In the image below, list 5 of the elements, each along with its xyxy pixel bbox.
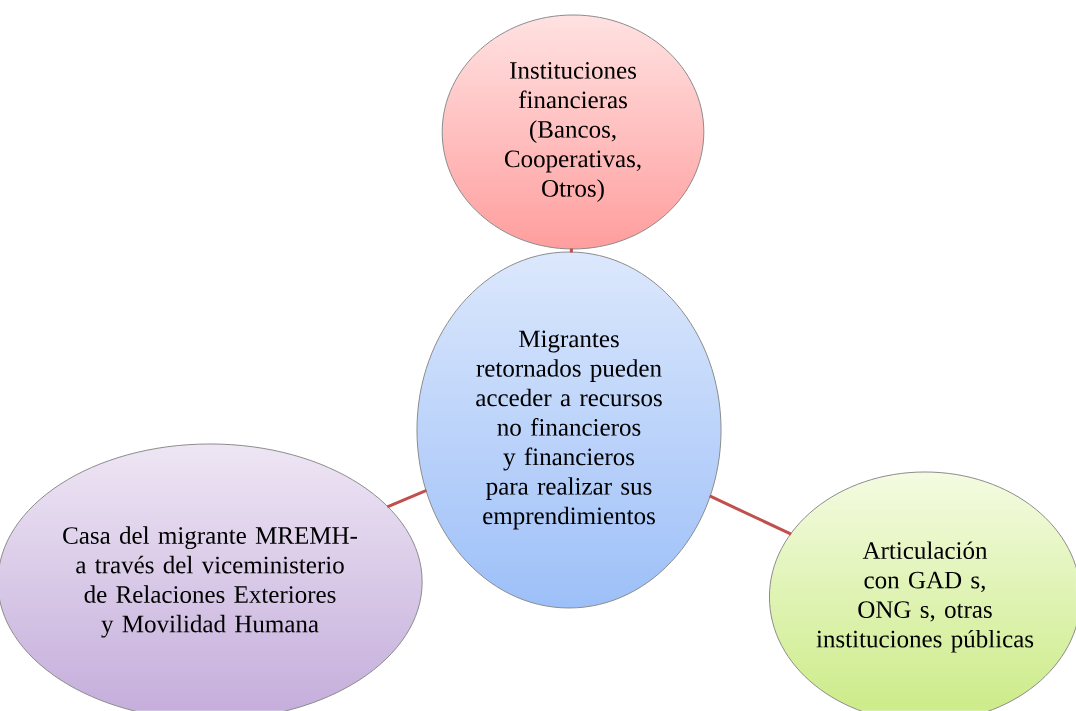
connector-line	[386, 488, 428, 509]
connector-line	[709, 494, 792, 536]
ellipse-node: Instituciones financieras (Bancos, Cooperativas, Otros)	[441, 14, 705, 250]
connector-line	[569, 248, 573, 253]
ellipse-node: Migrantes retornados pueden acceder a recursos no financieros y financieros para realizar sus emprendimientos	[416, 251, 722, 609]
